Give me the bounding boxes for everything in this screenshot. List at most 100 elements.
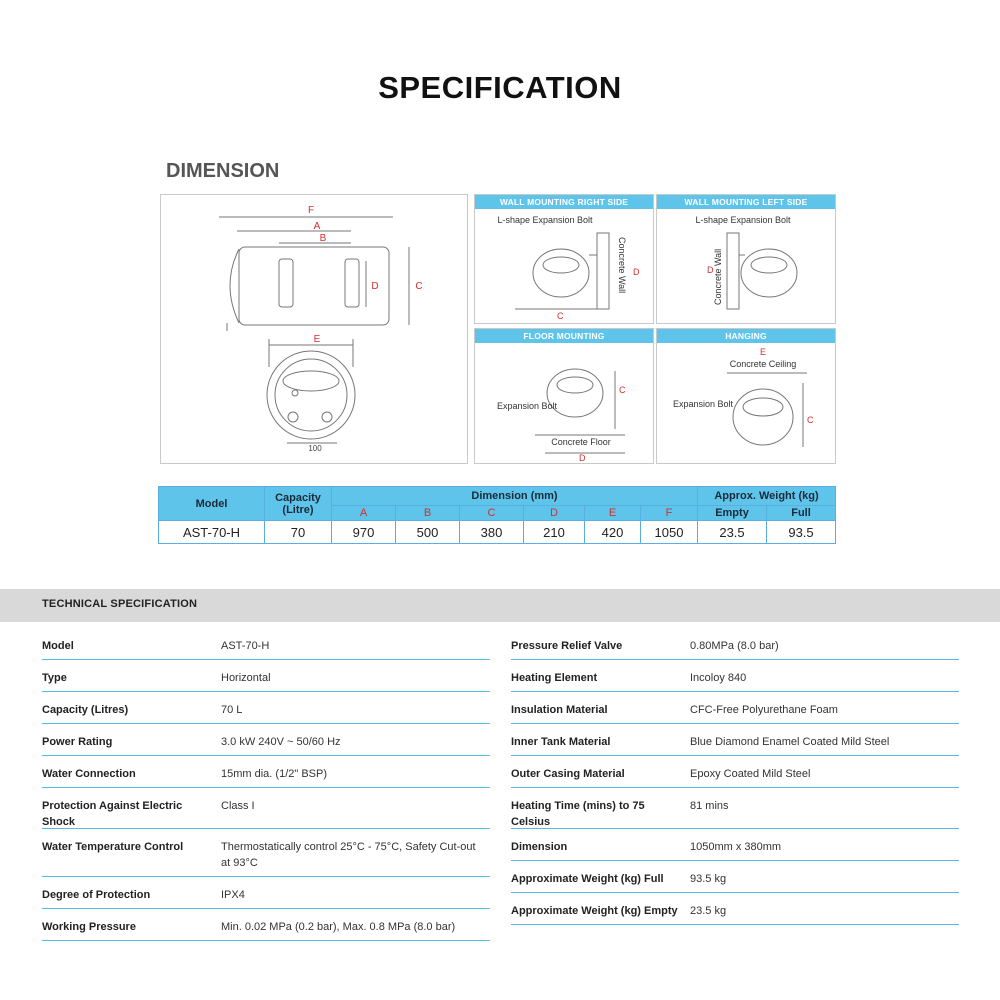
spec-value: Incoloy 840 bbox=[690, 672, 747, 684]
spec-label: Capacity (Litres) bbox=[42, 704, 129, 716]
spec-value: Horizontal bbox=[221, 672, 271, 684]
header-letter-f: F bbox=[640, 505, 698, 521]
spec-value: Min. 0.02 MPa (0.2 bar), Max. 0.8 MPa (8… bbox=[221, 921, 456, 933]
spec-value: 70 L bbox=[221, 704, 243, 716]
spec-value: 23.5 kg bbox=[690, 905, 727, 917]
spec-value: 93.5 kg bbox=[690, 873, 727, 885]
spec-value: 0.80MPa (8.0 bar) bbox=[690, 640, 779, 652]
label-expansion-bolt: Expansion Bolt bbox=[497, 401, 558, 411]
floor-mounting-diagram: Expansion Bolt Concrete Floor C D bbox=[497, 368, 626, 463]
cell-b: 500 bbox=[395, 520, 460, 544]
label-100: 100 bbox=[308, 444, 322, 453]
spec-label: Working Pressure bbox=[42, 921, 136, 933]
spec-label: Approximate Weight (kg) Full bbox=[511, 873, 664, 885]
wall-left-diagram: L-shape Expansion Bolt Concrete Wall D bbox=[695, 215, 798, 310]
spec-row: Water Connection 15mm dia. (1/2" BSP) bbox=[42, 756, 490, 788]
label-f: F bbox=[308, 205, 314, 216]
spec-value: 15mm dia. (1/2" BSP) bbox=[221, 768, 327, 780]
header-model: Model bbox=[158, 486, 265, 521]
header-full: Full bbox=[766, 505, 836, 521]
label-concrete-ceiling: Concrete Ceiling bbox=[730, 359, 797, 369]
dimension-heading: DIMENSION bbox=[166, 160, 280, 182]
spec-row: Type Horizontal bbox=[42, 660, 490, 692]
header-letter-e: E bbox=[584, 505, 641, 521]
panel-header: WALL MOUNTING RIGHT SIDE bbox=[475, 195, 653, 209]
cell-d: 210 bbox=[523, 520, 585, 544]
cell-e: 420 bbox=[584, 520, 641, 544]
spec-row: Water Temperature Control Thermostaticall… bbox=[42, 829, 490, 877]
table-row: AST-70-H 70 970 500 380 210 420 1050 23.… bbox=[158, 520, 836, 544]
cell-capacity: 70 bbox=[264, 520, 332, 544]
page-title: SPECIFICATION bbox=[378, 70, 622, 105]
spec-row: Approximate Weight (kg) Empty 23.5 kg bbox=[511, 893, 959, 925]
spec-row: Insulation Material CFC-Free Polyurethane… bbox=[511, 692, 959, 724]
label-d: D bbox=[707, 265, 714, 275]
label-e: E bbox=[314, 334, 321, 345]
spec-label: Heating Time (mins) to 75 Celsius bbox=[511, 800, 645, 828]
spec-value: IPX4 bbox=[221, 889, 245, 901]
header-empty: Empty bbox=[697, 505, 767, 521]
spec-value: 1050mm x 380mm bbox=[690, 841, 782, 853]
spec-row: Heating Element Incoloy 840 bbox=[511, 660, 959, 692]
panel-wall-left: WALL MOUNTING LEFT SIDE L-shape Expansio… bbox=[656, 194, 836, 324]
header-dimension: Dimension (mm) bbox=[331, 486, 698, 506]
spec-row: Degree of Protection IPX4 bbox=[42, 877, 490, 909]
cell-empty: 23.5 bbox=[697, 520, 767, 544]
hanging-diagram: E Concrete Ceiling Expansion Bolt C bbox=[673, 347, 814, 447]
label-b: B bbox=[320, 233, 327, 244]
spec-label: Type bbox=[42, 672, 67, 684]
cell-a: 970 bbox=[331, 520, 396, 544]
spec-label: Degree of Protection bbox=[42, 889, 151, 901]
spec-value: 3.0 kW 240V ~ 50/60 Hz bbox=[221, 736, 341, 748]
label-expansion-bolt: Expansion Bolt bbox=[673, 399, 734, 409]
cell-f: 1050 bbox=[640, 520, 698, 544]
spec-label: Water Connection bbox=[42, 768, 136, 780]
header-letter-a: A bbox=[331, 505, 396, 521]
spec-label: Insulation Material bbox=[511, 704, 608, 716]
dimension-table: Model Capacity (Litre) Dimension (mm) Ap… bbox=[158, 486, 836, 544]
spec-label: Approximate Weight (kg) Empty bbox=[511, 905, 678, 917]
label-c: C bbox=[619, 385, 626, 395]
label-concrete-wall: Concrete Wall bbox=[617, 237, 627, 293]
main-dimension-drawing: F A B D C E 100 bbox=[160, 194, 468, 464]
spec-label: Outer Casing Material bbox=[511, 768, 625, 780]
spec-value: Class I bbox=[221, 800, 255, 812]
spec-value: Thermostatically control 25°C - 75°C, Sa… bbox=[221, 841, 476, 869]
spec-value: Epoxy Coated Mild Steel bbox=[690, 768, 811, 780]
spec-row: Capacity (Litres) 70 L bbox=[42, 692, 490, 724]
label-expansion-bolt: L-shape Expansion Bolt bbox=[497, 215, 593, 225]
panel-header: WALL MOUNTING LEFT SIDE bbox=[657, 195, 835, 209]
spec-label: Heating Element bbox=[511, 672, 598, 684]
label-a: A bbox=[314, 221, 321, 232]
label-c: C bbox=[415, 281, 422, 292]
panel-header: FLOOR MOUNTING bbox=[475, 329, 653, 343]
spec-row: Protection Against Electric Shock Class I bbox=[42, 788, 490, 829]
label-c: C bbox=[557, 311, 564, 321]
panel-wall-right: WALL MOUNTING RIGHT SIDE L-shape Expansi… bbox=[474, 194, 654, 324]
header-letter-d: D bbox=[523, 505, 585, 521]
spec-row: Working Pressure Min. 0.02 MPa (0.2 bar),… bbox=[42, 909, 490, 941]
heater-dimension-diagram: F A B D C E 100 bbox=[219, 205, 423, 453]
cell-full: 93.5 bbox=[766, 520, 836, 544]
label-concrete-floor: Concrete Floor bbox=[551, 437, 611, 447]
spec-row: Approximate Weight (kg) Full 93.5 kg bbox=[511, 861, 959, 893]
tech-spec-title: TECHNICAL SPECIFICATION bbox=[42, 598, 198, 610]
spec-value: AST-70-H bbox=[221, 640, 270, 652]
spec-value: CFC-Free Polyurethane Foam bbox=[690, 704, 838, 716]
spec-label: Protection Against Electric Shock bbox=[42, 800, 183, 828]
label-concrete-wall: Concrete Wall bbox=[713, 249, 723, 305]
label-c: C bbox=[807, 415, 814, 425]
header-capacity: Capacity (Litre) bbox=[264, 486, 332, 521]
cell-model: AST-70-H bbox=[158, 520, 265, 544]
spec-label: Power Rating bbox=[42, 736, 113, 748]
label-e: E bbox=[760, 347, 766, 357]
spec-value: 81 mins bbox=[690, 800, 729, 812]
spec-row: Power Rating 3.0 kW 240V ~ 50/60 Hz bbox=[42, 724, 490, 756]
label-d: D bbox=[579, 453, 586, 463]
spec-label: Water Temperature Control bbox=[42, 841, 184, 853]
